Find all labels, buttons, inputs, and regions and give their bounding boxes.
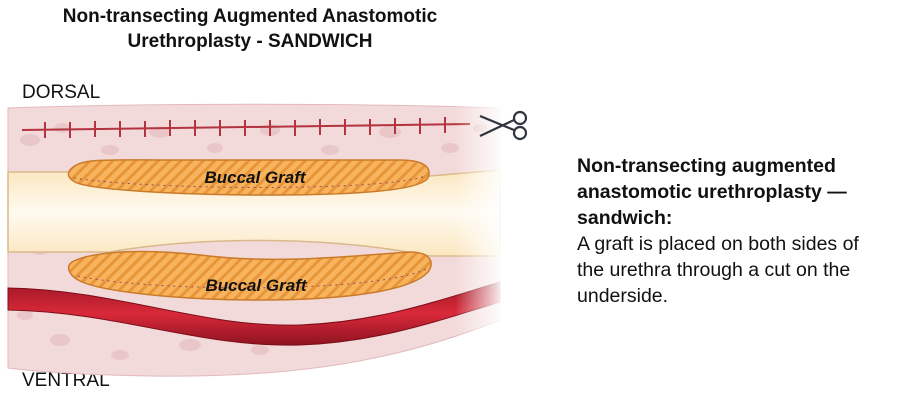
ventral-label: VENTRAL: [22, 370, 110, 391]
caption-heading: Non-transecting augmented anastomotic ur…: [577, 155, 847, 229]
dorsal-suture-line: [21, 117, 471, 138]
dorsal-label: DORSAL: [22, 82, 101, 103]
caption-text: Non-transecting augmented anastomotic ur…: [577, 153, 887, 309]
buccal-graft-top: Buccal Graft: [67, 159, 430, 196]
caption-body: A graft is placed on both sides of the u…: [577, 233, 859, 307]
scissors-icon: [479, 110, 528, 141]
title-line-1: Non-transecting Augmented Anastomotic: [62, 6, 438, 27]
diagram-title: Non-transecting Augmented Anastomotic Ur…: [0, 4, 500, 54]
buccal-graft-bottom: Buccal Graft: [67, 250, 432, 301]
urethroplasty-illustration: Buccal Graft Buccal Graft: [7, 95, 528, 385]
title-line-2: Urethroplasty - SANDWICH: [127, 31, 373, 52]
buccal-graft-bottom-label: Buccal Graft: [205, 276, 307, 295]
buccal-graft-top-label: Buccal Graft: [204, 168, 306, 187]
